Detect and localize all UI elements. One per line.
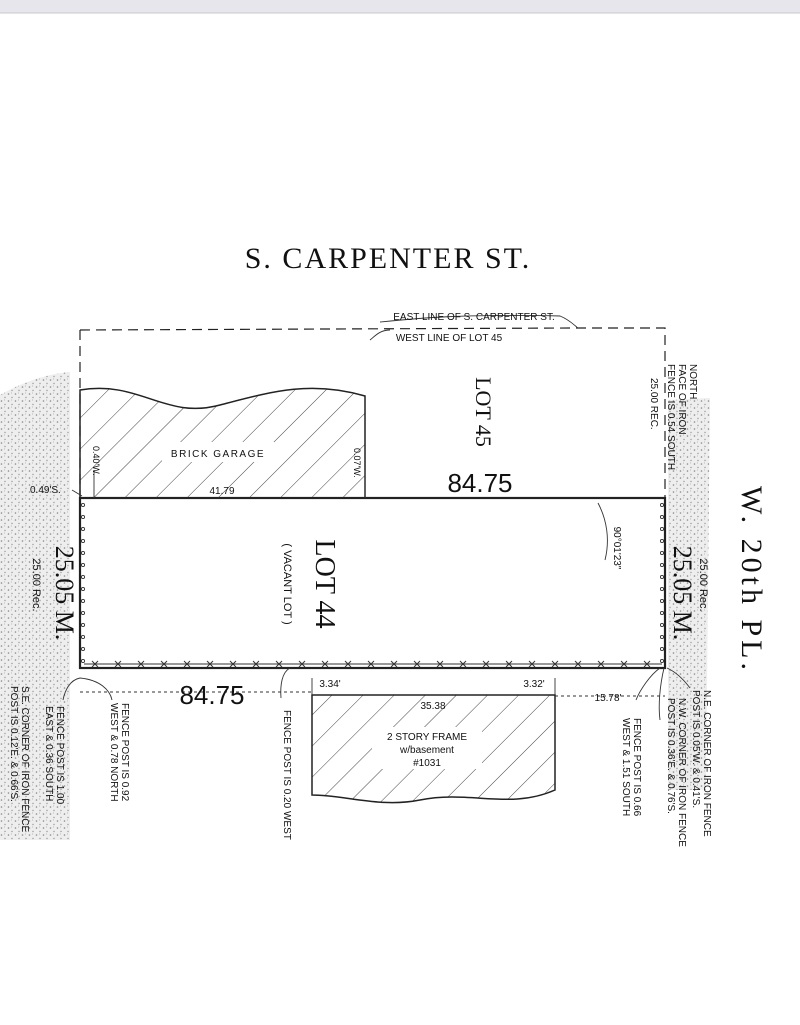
- note-se-corner: S.E. CORNER OF IRON FENCE POST IS 0.12'E…: [8, 686, 30, 832]
- west-width: 25.05 M.: [50, 546, 79, 641]
- note-ne-corner: N.E. CORNER OF IRON FENCE POST IS 0.05'W…: [690, 690, 712, 837]
- garage-nw-offset: 0.49'S.: [30, 485, 61, 496]
- leader-lines: [62, 315, 691, 721]
- note-fence-post-020-line1: FENCE POST IS 0.20 WEST: [281, 710, 292, 840]
- note-ne-corner-line1: N.E. CORNER OF IRON FENCE: [701, 690, 712, 837]
- top-band: [0, 0, 800, 13]
- note-fence-post-066-line2: WEST & 1.51 SOUTH: [620, 718, 631, 816]
- note-nw-corner: N.W. CORNER OF IRON FENCE POST IS 0.36'E…: [665, 698, 687, 847]
- note-fence-post-066: FENCE POST IS 0.66 WEST & 1.51 SOUTH: [620, 718, 642, 817]
- house-w-setback: 3.34': [319, 679, 340, 690]
- house-e-setback: 3.32': [523, 679, 544, 690]
- house-label-line1: 2 STORY FRAME: [387, 732, 467, 743]
- note-se-corner-line1: S.E. CORNER OF IRON FENCE: [19, 686, 30, 832]
- note-fence-post-092-line1: FENCE POST IS 0.92: [119, 703, 130, 802]
- garage-front-dim: 41.79: [209, 486, 234, 497]
- note-nw-corner-line1: N.W. CORNER OF IRON FENCE: [676, 698, 687, 847]
- note-north-fence-line3: FENCE IS 0.54 SOUTH: [665, 364, 676, 470]
- south-length: 84.75: [179, 680, 244, 710]
- garage-w-offset: 0.40'W.: [91, 446, 101, 476]
- note-fence-post-092: FENCE POST IS 0.92 WEST & 0.78 NORTH: [108, 703, 130, 802]
- note-north-fence: NORTH FACE OF IRON FENCE IS 0.54 SOUTH: [665, 364, 698, 470]
- garage-label: BRICK GARAGE: [171, 449, 265, 460]
- street-east-label: W. 20th PL.: [735, 486, 768, 674]
- lot44-outline: [78, 496, 667, 670]
- note-fence-post-092-line2: WEST & 0.78 NORTH: [108, 703, 119, 802]
- corner-angle: 90°01'23": [611, 527, 622, 570]
- vacant-lot-label: ( VACANT LOT ): [281, 543, 293, 624]
- house-e-distance: 15.78': [595, 693, 622, 704]
- lot45-label: LOT 45: [471, 377, 496, 447]
- note-nw-corner-line2: POST IS 0.36'E. & 0.76'S.: [665, 698, 676, 814]
- house-label-line3: #1031: [413, 758, 441, 769]
- west-line-label: WEST LINE OF LOT 45: [396, 333, 503, 344]
- house-width: 35.38: [420, 701, 445, 712]
- street-north-label: S. CARPENTER ST.: [245, 242, 532, 275]
- note-fence-post-020: FENCE POST IS 0.20 WEST: [281, 710, 292, 840]
- note-fence-post-100-line1: FENCE POST IS 1.00: [54, 706, 65, 805]
- north-length: 84.75: [447, 468, 512, 498]
- west-sidewalk: [0, 372, 70, 840]
- east-sidewalk: [668, 398, 710, 790]
- east-fence-marks: [659, 502, 665, 664]
- note-fence-post-100: FENCE POST IS 1.00 EAST & 0.36 SOUTH: [43, 706, 65, 805]
- note-north-fence-line1: NORTH: [687, 364, 698, 399]
- west-record: 25.00 Rec.: [30, 558, 42, 611]
- note-ne-corner-line2: POST IS 0.05'W. & 0.41'S.: [690, 690, 701, 808]
- south-fence-marks: [91, 660, 651, 668]
- note-north-fence-line2: FACE OF IRON: [676, 364, 687, 435]
- note-fence-post-066-line1: FENCE POST IS 0.66: [631, 718, 642, 817]
- east-line-label: EAST LINE OF S. CARPENTER ST.: [393, 312, 555, 323]
- lot44-label: LOT 44: [309, 540, 340, 629]
- lot45-east-record: 25.00 REC.: [648, 378, 659, 430]
- house-label-line2: w/basement: [399, 745, 454, 756]
- garage-e-offset: 0.07'W.: [352, 448, 362, 478]
- west-fence-marks: [80, 502, 86, 664]
- east-width: 25.05 M.: [668, 546, 697, 641]
- note-fence-post-100-line2: EAST & 0.36 SOUTH: [43, 706, 54, 801]
- note-se-corner-line2: POST IS 0.12'E. & 0.66'S.: [8, 686, 19, 802]
- east-record: 25.00 Rec.: [697, 558, 709, 611]
